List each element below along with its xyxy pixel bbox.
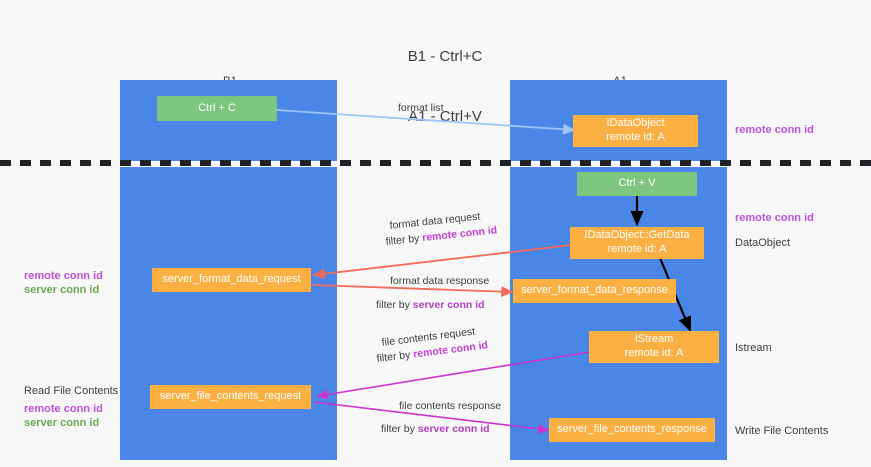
node-server-file-contents-response[interactable]: server_file_contents_response xyxy=(549,418,715,442)
node-istream[interactable]: IStream remote id: A xyxy=(589,331,719,363)
annotation-remote-conn-id-top: remote conn id xyxy=(735,124,814,136)
edge-label-fcr-filter-prefix: filter by xyxy=(376,348,414,365)
node-server-format-data-response-label: server_format_data_response xyxy=(521,284,668,297)
edge-label-fcres-filter-prefix: filter by xyxy=(381,423,418,435)
lane-a1-bottom xyxy=(510,167,727,460)
annotation-read-file-contents: Read File Contents xyxy=(24,385,119,397)
annotation-remote-conn-id-mid: remote conn id xyxy=(735,212,814,224)
edge-label-format-data-response-filter: filter by server conn id xyxy=(376,299,485,311)
edge-label-format-data-response-text: format data response xyxy=(390,275,490,287)
node-getdata-line2: remote id: A xyxy=(607,243,667,255)
edge-label-fcres-filter-key: server conn id xyxy=(417,423,490,435)
edge-label-fdres-filter-key: server conn id xyxy=(412,299,485,311)
edge-label-format-list-text: format list xyxy=(398,102,444,114)
node-server-format-data-request-label: server_format_data_request xyxy=(162,273,301,286)
node-istream-line1: IStream xyxy=(634,333,674,346)
annotation-left-server-conn-id-mid: server conn id xyxy=(24,284,100,296)
edge-label-file-contents-response-text: file contents response xyxy=(399,400,502,412)
annotation-left-remote-conn-id-bottom: remote conn id xyxy=(24,403,103,415)
edge-label-file-contents-response-filter: filter by server conn id xyxy=(381,423,490,435)
annotation-write-file-contents: Write File Contents xyxy=(735,425,829,437)
node-getdata-line1: IDataObject::GetData xyxy=(584,229,690,242)
node-istream-line2: remote id: A xyxy=(624,347,684,359)
node-idataobject-line1: IDataObject xyxy=(606,117,665,130)
node-server-file-contents-request-label: server_file_contents_request xyxy=(159,390,302,403)
lane-b1-bottom xyxy=(120,167,337,460)
annotation-left-server-conn-id-bottom: server conn id xyxy=(24,417,100,429)
edge-label-fdres-filter-prefix: filter by xyxy=(376,299,413,311)
annotation-dataobject: DataObject xyxy=(735,237,791,249)
node-server-file-contents-request[interactable]: server_file_contents_request xyxy=(150,385,311,409)
node-ctrl-c-label: Ctrl + C xyxy=(198,101,236,114)
edge-label-fdr-filter-prefix: filter by xyxy=(385,232,423,248)
node-server-format-data-request[interactable]: server_format_data_request xyxy=(152,268,311,292)
node-server-format-data-response[interactable]: server_format_data_response xyxy=(513,279,676,303)
edge-label-format-list: format list xyxy=(398,102,444,114)
node-idataobject[interactable]: IDataObject remote id: A xyxy=(573,115,698,147)
node-idataobject-getdata[interactable]: IDataObject::GetData remote id: A xyxy=(570,227,704,259)
edge-label-format-data-response: format data response xyxy=(390,275,489,287)
node-ctrl-c[interactable]: Ctrl + C xyxy=(157,96,277,121)
page-title-line1: B1 - Ctrl+C xyxy=(407,47,483,65)
node-ctrl-v[interactable]: Ctrl + V xyxy=(577,172,697,196)
node-idataobject-line2: remote id: A xyxy=(606,131,665,143)
annotation-istream: Istream xyxy=(735,342,772,354)
annotation-left-remote-conn-id-mid: remote conn id xyxy=(24,270,103,282)
node-server-file-contents-response-label: server_file_contents_response xyxy=(557,423,707,436)
edge-label-file-contents-response: file contents response xyxy=(399,400,501,412)
node-ctrl-v-label: Ctrl + V xyxy=(618,177,656,190)
